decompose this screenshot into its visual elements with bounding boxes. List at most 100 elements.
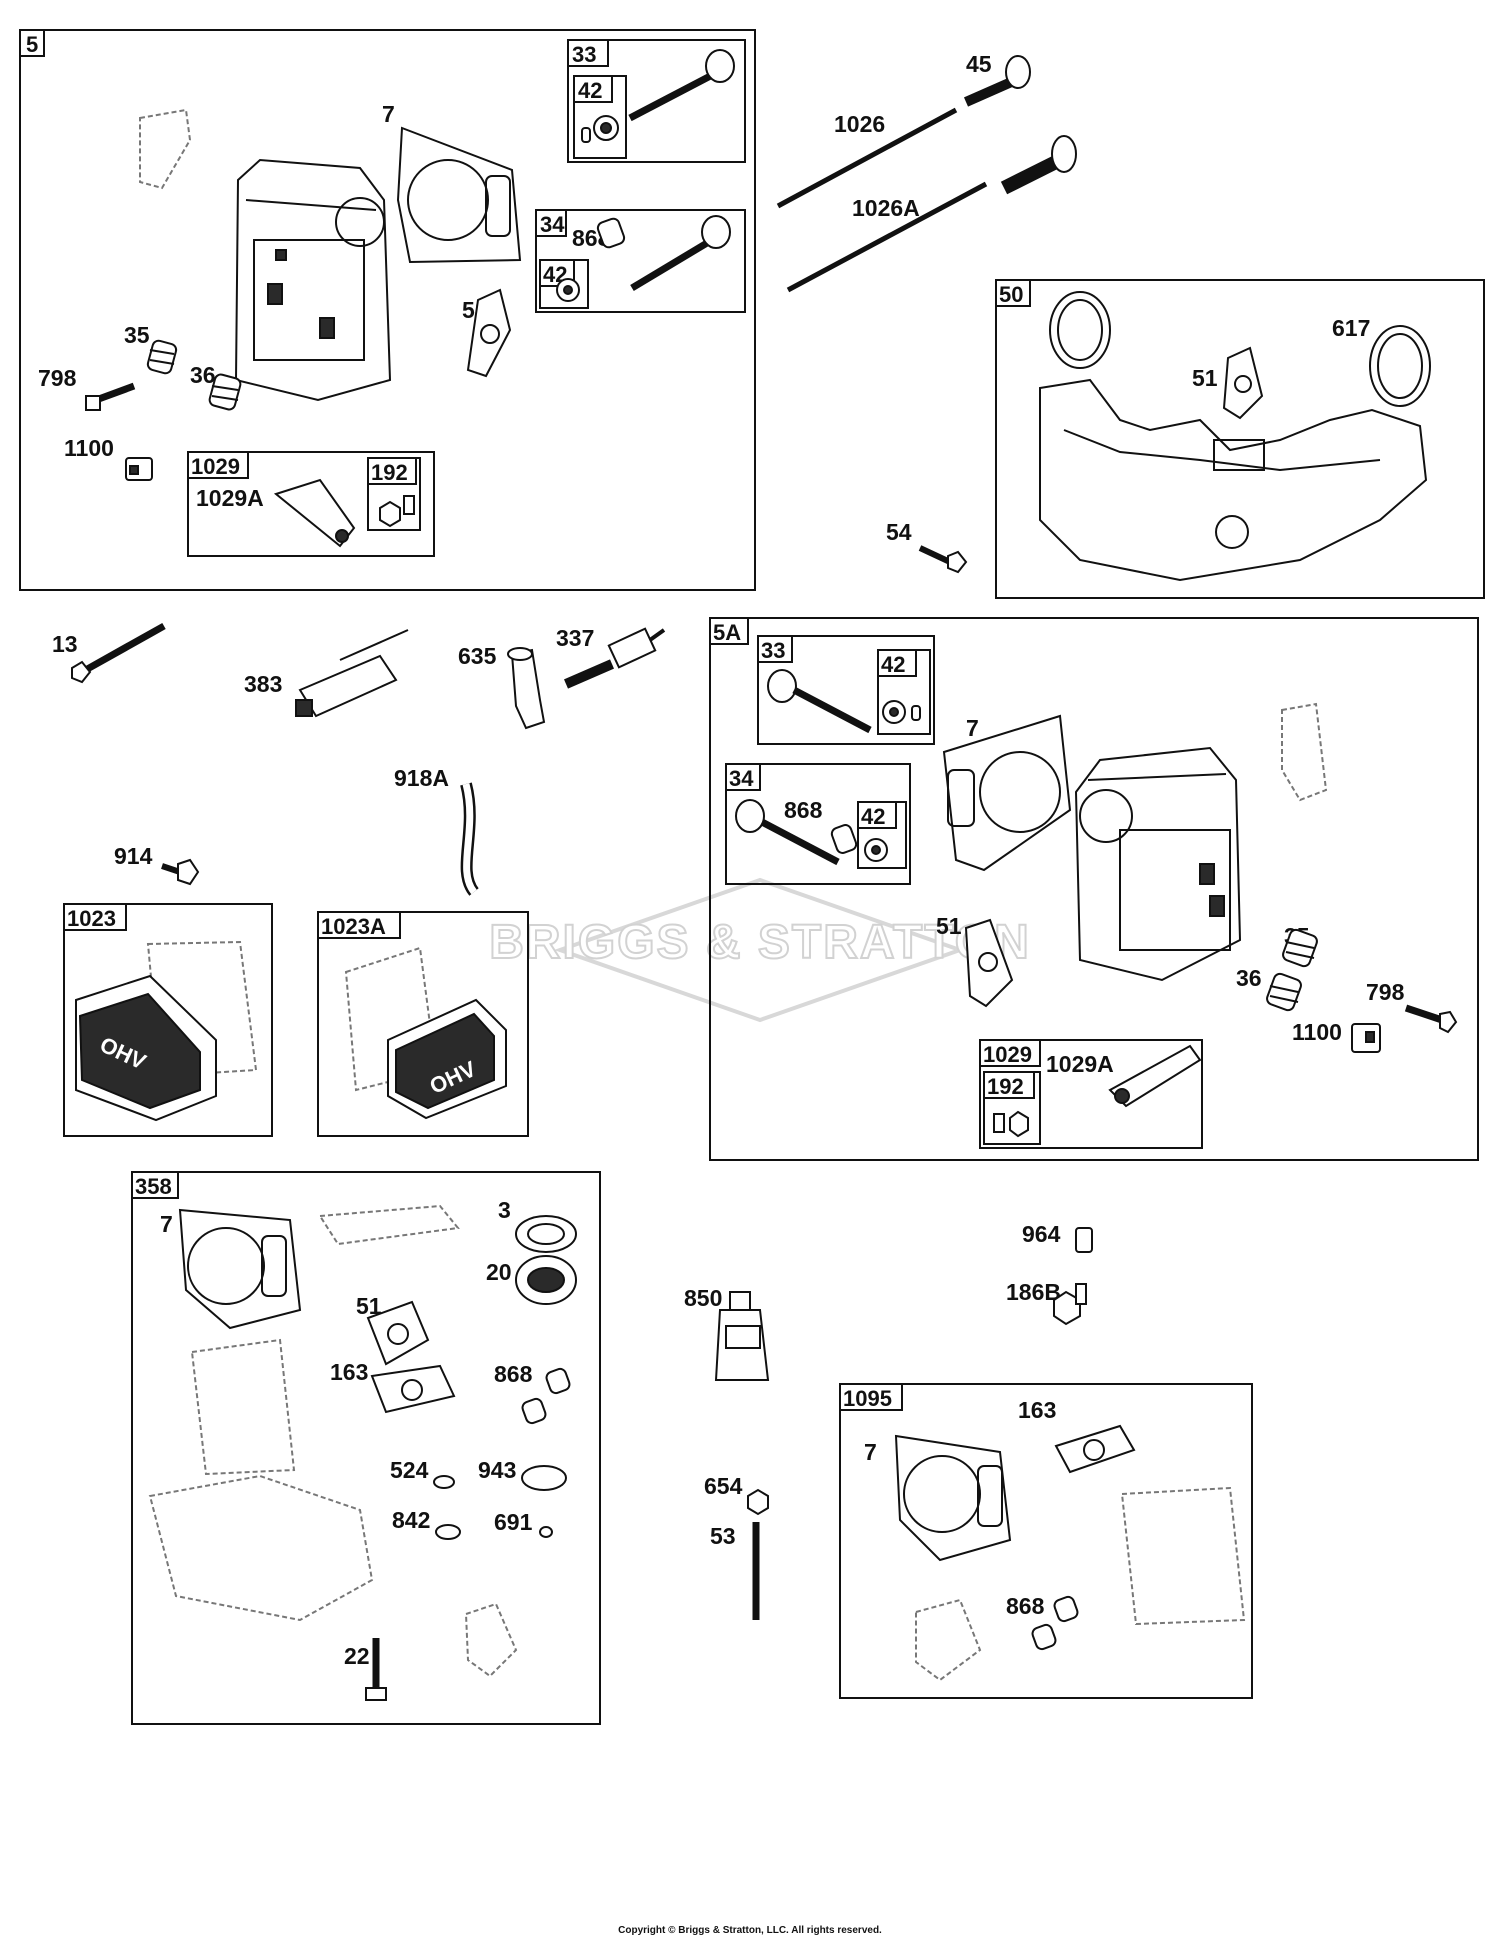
oil-seal-icon xyxy=(515,1215,577,1253)
box-50: 50 617 51 xyxy=(995,279,1485,599)
head-bolt-icon xyxy=(85,382,136,411)
box-33A-label: 33 xyxy=(761,638,785,663)
box-50-label: 50 xyxy=(999,282,1023,307)
label-53: 53 xyxy=(710,1523,736,1549)
box-1023-label: 1023 xyxy=(67,906,116,931)
box-34-label: 34 xyxy=(540,212,565,237)
ghost-gasket-icon xyxy=(148,1474,374,1622)
label-163: 163 xyxy=(1018,1397,1056,1423)
box-1023A-label: 1023A xyxy=(321,914,386,939)
box-42c-label: 42 xyxy=(881,652,905,677)
valve-cover-icon: OHV xyxy=(387,998,507,1120)
nut-icon xyxy=(747,1488,769,1516)
valve-guide-icon xyxy=(830,824,858,854)
valve-spring-icon xyxy=(146,339,178,375)
intake-gasket-icon xyxy=(1222,346,1264,420)
intake-gasket-icon xyxy=(366,1300,430,1366)
cylinder-head-icon xyxy=(1074,746,1242,982)
label-36: 36 xyxy=(190,362,216,388)
exhaust-gasket-icon xyxy=(370,1364,456,1414)
box-192A-label: 192 xyxy=(987,1074,1024,1099)
label-691: 691 xyxy=(494,1509,533,1535)
head-gasket-icon xyxy=(942,714,1072,872)
label-524: 524 xyxy=(390,1457,429,1483)
intake-gasket-icon xyxy=(466,288,512,378)
spark-plug-icon xyxy=(564,627,666,689)
label-7: 7 xyxy=(864,1439,877,1465)
screw-icon xyxy=(161,858,200,886)
copyright-notice: Copyright © Briggs & Stratton, LLC. All … xyxy=(618,1925,882,1936)
label-943: 943 xyxy=(478,1457,516,1483)
bolt-icon xyxy=(71,622,166,684)
box-1029-label: 1029 xyxy=(191,454,240,479)
label-868: 868 xyxy=(1006,1593,1045,1619)
label-186B: 186B xyxy=(1006,1279,1061,1305)
label-868: 868 xyxy=(494,1361,533,1387)
exhaust-gasket-icon xyxy=(1054,1424,1136,1474)
label-22: 22 xyxy=(344,1643,370,1669)
label-1100: 1100 xyxy=(1292,1019,1342,1045)
bushing-icon xyxy=(1075,1227,1093,1253)
box-1095: 1095 163 7 868 xyxy=(839,1383,1253,1699)
intake-manifold-icon xyxy=(1039,378,1428,582)
valve-45-icon xyxy=(963,55,1031,107)
label-1026: 1026 xyxy=(834,111,885,137)
box-42d-label: 42 xyxy=(861,804,885,829)
label-51: 51 xyxy=(936,913,962,939)
label-635: 635 xyxy=(458,643,497,669)
head-gasket-icon xyxy=(396,126,522,264)
valve-cover-icon: OHV xyxy=(75,974,217,1122)
push-rod-icon xyxy=(786,181,988,293)
label-1029A: 1029A xyxy=(196,485,264,511)
intake-valve-icon xyxy=(630,215,731,292)
box-34A-label: 34 xyxy=(729,766,754,791)
ghost-gasket-icon xyxy=(1120,1486,1246,1626)
label-868: 868 xyxy=(784,797,823,823)
bolt-icon xyxy=(365,1638,387,1701)
label-163: 163 xyxy=(330,1359,368,1385)
box-42-label: 42 xyxy=(578,78,602,103)
label-1100: 1100 xyxy=(64,435,114,461)
label-36: 36 xyxy=(1236,965,1262,991)
label-850: 850 xyxy=(684,1285,722,1311)
label-35: 35 xyxy=(124,322,150,348)
label-964: 964 xyxy=(1022,1221,1061,1247)
ghost-gasket-icon xyxy=(190,1338,296,1476)
o-ring-icon xyxy=(539,1526,553,1538)
valve-guide-icon xyxy=(521,1367,571,1425)
box-5: 5 33 42 34 42 868 xyxy=(19,29,756,591)
label-7: 7 xyxy=(966,715,979,741)
label-337: 337 xyxy=(556,625,594,651)
box-1023: 1023 OHV xyxy=(63,903,273,1137)
box-192-label: 192 xyxy=(371,460,408,485)
exhaust-valve-icon xyxy=(628,49,735,122)
sealant-tube-icon xyxy=(714,1291,770,1381)
label-1026A: 1026A xyxy=(852,195,920,221)
intake-valve-icon xyxy=(735,799,840,866)
label-3: 3 xyxy=(498,1197,511,1223)
label-51: 51 xyxy=(1192,365,1218,391)
label-45: 45 xyxy=(966,51,992,77)
valve-spring-icon xyxy=(1282,928,1318,968)
cylinder-head-icon xyxy=(234,158,392,402)
box-5A: 5A 33 42 34 42 868 7 xyxy=(709,617,1479,1161)
head-gasket-icon xyxy=(894,1434,1012,1562)
box-1095-label: 1095 xyxy=(843,1386,892,1411)
oil-seal-icon xyxy=(515,1255,577,1305)
ghost-gasket-icon xyxy=(1281,702,1328,802)
label-7: 7 xyxy=(382,101,395,127)
clip-icon xyxy=(125,457,153,481)
ghost-gasket-icon xyxy=(464,1602,518,1678)
label-383: 383 xyxy=(244,671,282,697)
label-842: 842 xyxy=(392,1507,430,1533)
valve-icon xyxy=(1000,135,1077,195)
valve-seal-icon xyxy=(864,838,888,862)
nut-icon xyxy=(993,1110,1029,1138)
box-5A-label: 5A xyxy=(713,620,741,645)
label-918A: 918A xyxy=(394,765,449,791)
rocker-arm-icon xyxy=(273,478,356,548)
valve-seal-icon xyxy=(556,278,580,302)
watermark-text: BRIGGS & STRATTON xyxy=(489,916,1031,969)
spark-plug-boot-icon xyxy=(507,647,546,730)
